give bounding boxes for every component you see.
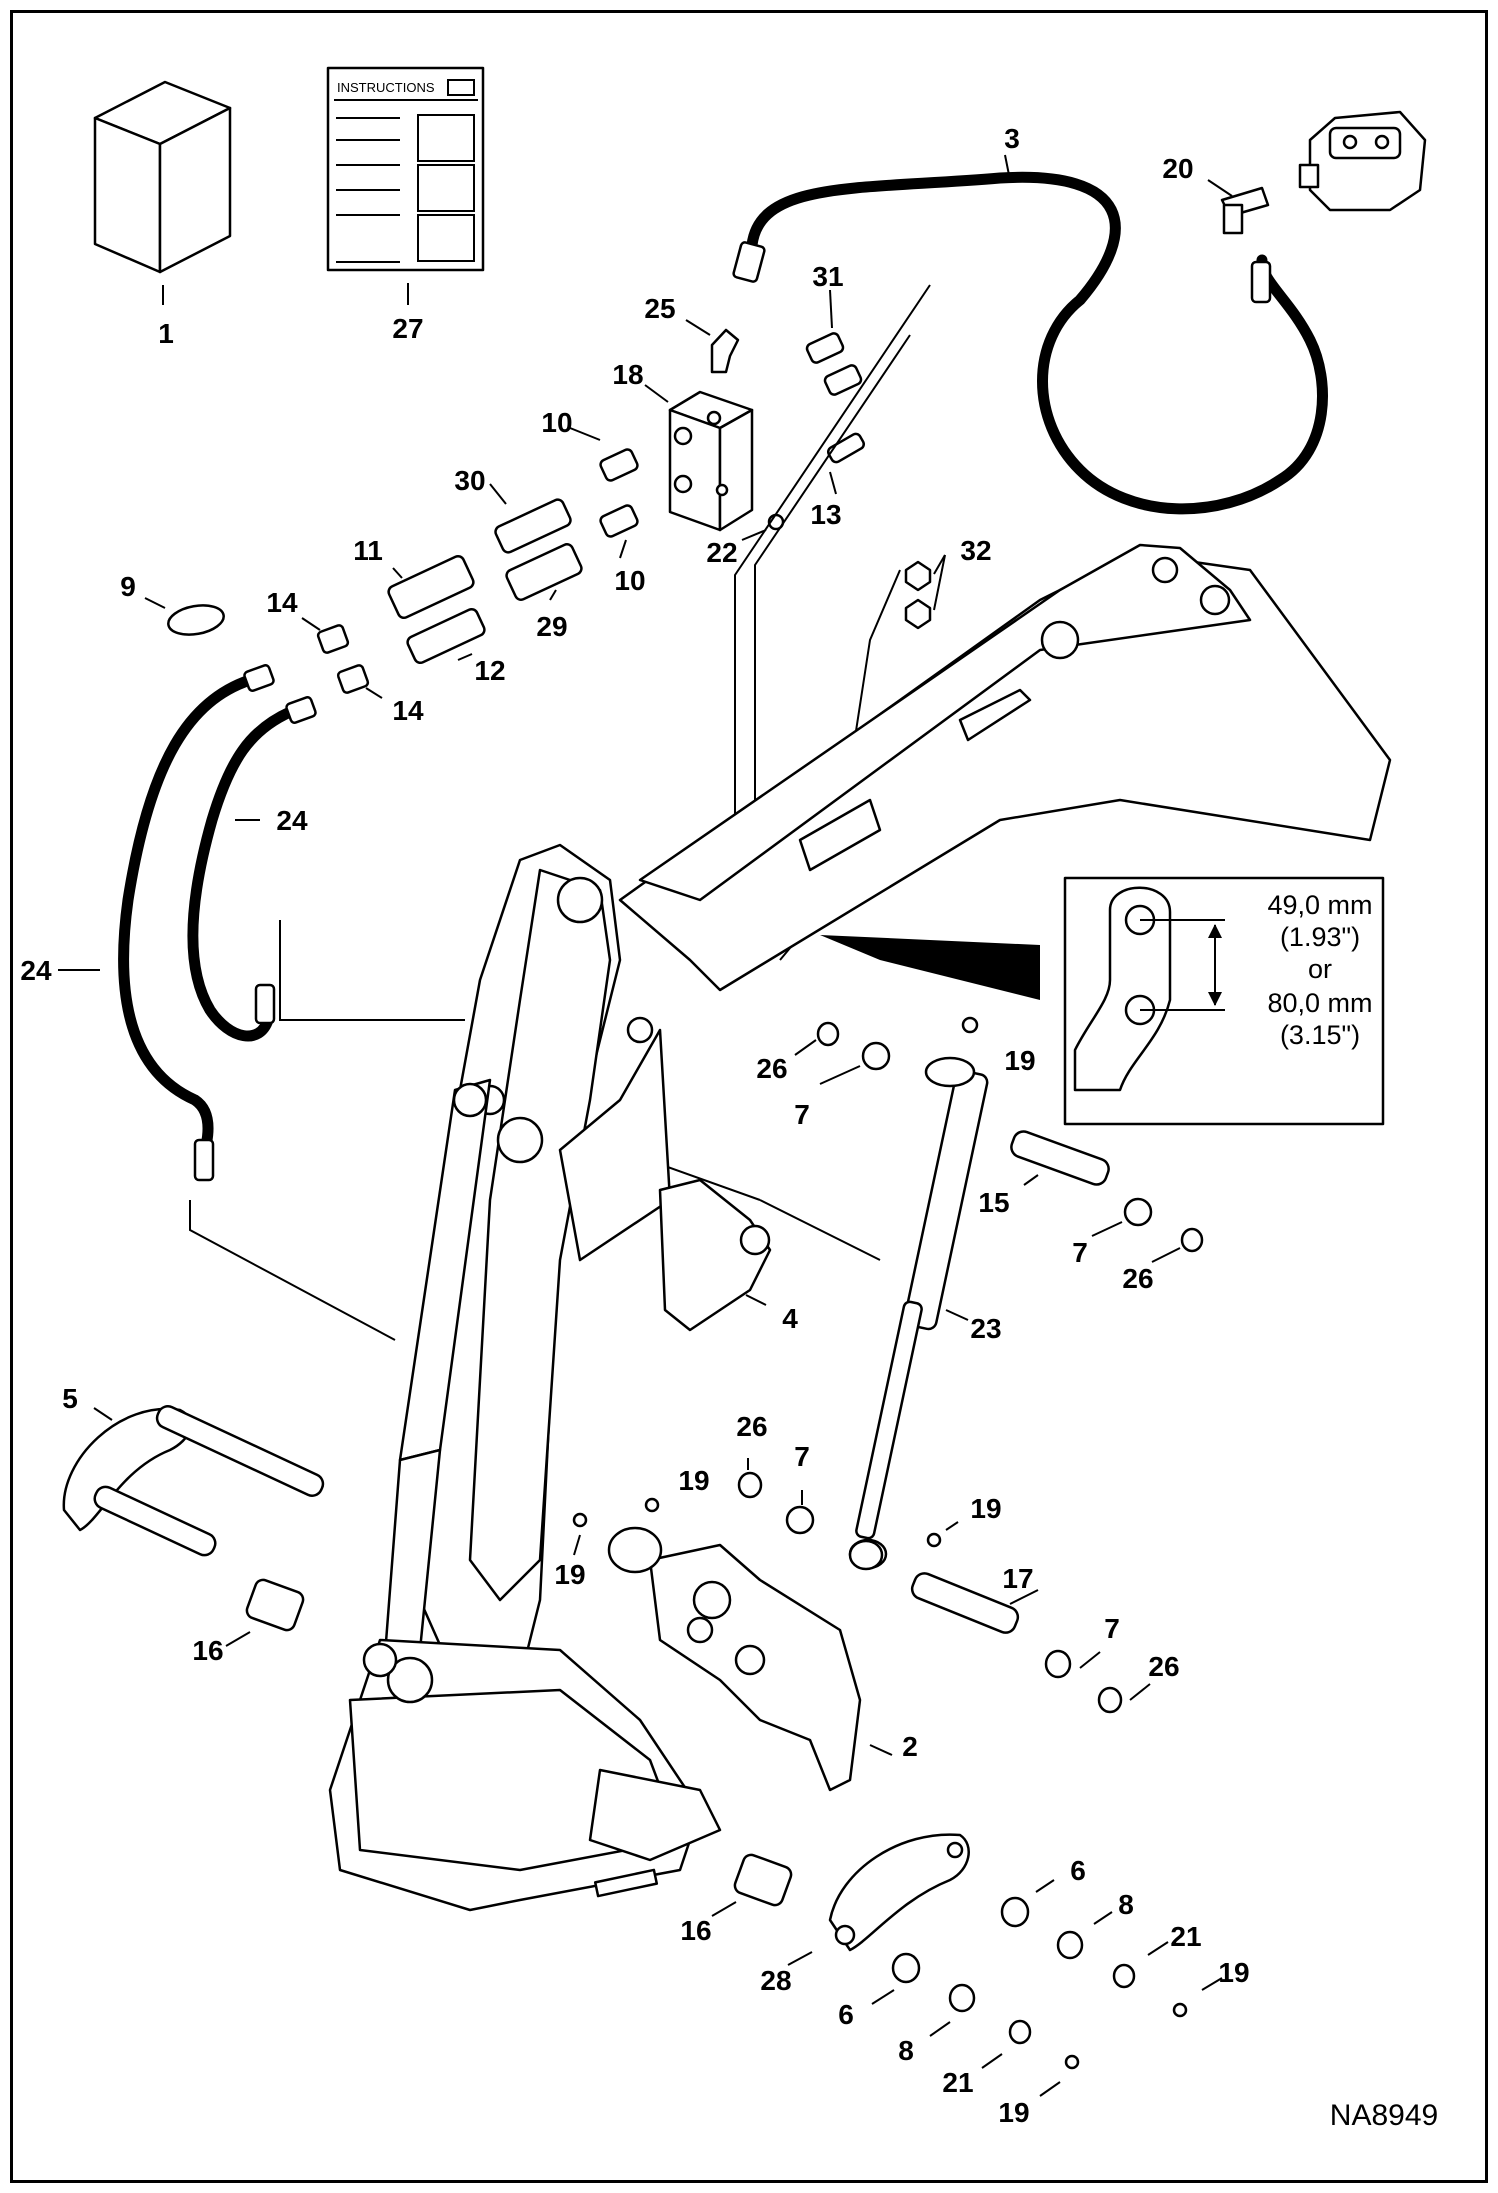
link-28 bbox=[787, 1833, 970, 1966]
linkage-5 bbox=[62, 1405, 325, 1557]
coupler-2 bbox=[648, 1543, 893, 1792]
washers-lower bbox=[871, 1879, 1223, 2097]
fitting-25 bbox=[685, 319, 740, 374]
callout-label: 19 bbox=[970, 1493, 1001, 1524]
callout-label: 11 bbox=[353, 535, 383, 566]
box-part bbox=[93, 80, 232, 305]
fittings-10 bbox=[569, 427, 639, 559]
hoses-24 bbox=[58, 664, 317, 1182]
callout-label: 22 bbox=[706, 537, 737, 568]
washers-upper bbox=[794, 1016, 1204, 1263]
nuts-32 bbox=[904, 554, 946, 630]
callout-label: 12 bbox=[474, 655, 505, 686]
arm bbox=[418, 843, 672, 1692]
callout-label: 4 bbox=[782, 1303, 798, 1334]
callout-label: 16 bbox=[192, 1635, 223, 1666]
callout-labels: 1 27 3 20 25 31 18 10 30 13 22 10 29 11 … bbox=[20, 123, 1249, 2128]
callout-label: 26 bbox=[1122, 1263, 1153, 1294]
callout-label: 2 bbox=[902, 1731, 918, 1762]
inset-dim2-metric: 80,0 mm bbox=[1267, 988, 1372, 1018]
callout-label: 1 bbox=[158, 318, 174, 349]
callout-label: 21 bbox=[942, 2067, 973, 2098]
callout-label: 19 bbox=[998, 2097, 1029, 2128]
callout-label: 14 bbox=[392, 695, 424, 726]
callout-label: 24 bbox=[20, 955, 52, 986]
callout-label: 7 bbox=[794, 1441, 810, 1472]
callout-label: 16 bbox=[680, 1915, 711, 1946]
plug-22 bbox=[741, 513, 785, 541]
callout-label: 31 bbox=[812, 261, 843, 292]
hose-3 bbox=[732, 154, 1328, 515]
callout-label: 10 bbox=[541, 407, 572, 438]
valve-assembly bbox=[1207, 110, 1427, 235]
couplers-29-30 bbox=[489, 483, 583, 601]
inset-dim1-imperial: (1.93") bbox=[1280, 922, 1360, 952]
callout-label: 3 bbox=[1004, 123, 1020, 154]
callout-label: 28 bbox=[760, 1965, 791, 1996]
clamp-9 bbox=[144, 597, 225, 636]
callout-label: 26 bbox=[736, 1411, 767, 1442]
callout-label: 14 bbox=[266, 587, 298, 618]
callout-label: 25 bbox=[644, 293, 675, 324]
bucket bbox=[328, 1638, 722, 1912]
bracket-4 bbox=[658, 1178, 772, 1332]
callout-label: 9 bbox=[120, 571, 136, 602]
callout-label: 23 bbox=[970, 1313, 1001, 1344]
boom bbox=[618, 543, 1392, 1044]
inset-dim2-imperial: (3.15") bbox=[1280, 1020, 1360, 1050]
coupler-11 bbox=[387, 554, 475, 620]
drawing-code: NA8949 bbox=[1330, 2099, 1438, 2132]
callout-label: 7 bbox=[794, 1099, 810, 1130]
cylinder-23 bbox=[848, 1056, 989, 1570]
callout-label: 26 bbox=[1148, 1651, 1179, 1682]
callout-label: 8 bbox=[1118, 1889, 1134, 1920]
callout-label: 29 bbox=[536, 611, 567, 642]
adapters-14 bbox=[301, 617, 383, 699]
callout-label: 19 bbox=[678, 1465, 709, 1496]
instructions-title: INSTRUCTIONS bbox=[337, 80, 435, 95]
boom-cylinder bbox=[383, 1078, 492, 1657]
callout-label: 20 bbox=[1162, 153, 1193, 184]
pin-17 bbox=[737, 1458, 1151, 1714]
pin-15 bbox=[1010, 1130, 1110, 1186]
callout-label: 27 bbox=[392, 313, 423, 344]
callout-label: 26 bbox=[756, 1053, 787, 1084]
callout-label: 8 bbox=[898, 2035, 914, 2066]
callout-label: 19 bbox=[554, 1559, 585, 1590]
callout-label: 19 bbox=[1218, 1957, 1249, 1988]
inset-dim1-metric: 49,0 mm bbox=[1267, 890, 1372, 920]
callout-label: 17 bbox=[1002, 1563, 1033, 1594]
callout-label: 15 bbox=[978, 1187, 1009, 1218]
inset-or: or bbox=[1308, 954, 1332, 984]
callout-label: 7 bbox=[1104, 1613, 1120, 1644]
callout-label: 24 bbox=[276, 805, 308, 836]
hydraulic-block bbox=[644, 384, 754, 532]
inset-detail: 49,0 mm (1.93") or 80,0 mm (3.15") bbox=[820, 876, 1385, 1126]
callout-label: 18 bbox=[612, 359, 643, 390]
fittings-31-13 bbox=[805, 289, 866, 495]
callout-label: 13 bbox=[810, 499, 841, 530]
callout-label: 30 bbox=[454, 465, 485, 496]
bushings-16 bbox=[225, 1578, 793, 1917]
callout-label: 5 bbox=[62, 1383, 78, 1414]
callout-label: 32 bbox=[960, 535, 991, 566]
callout-label: 21 bbox=[1170, 1921, 1201, 1952]
callout-label: 10 bbox=[614, 565, 645, 596]
callout-label: 19 bbox=[1004, 1045, 1035, 1076]
callout-label: 7 bbox=[1072, 1237, 1088, 1268]
link-19 bbox=[572, 1497, 663, 1574]
coupler-12 bbox=[406, 607, 486, 665]
callout-label: 6 bbox=[1070, 1855, 1086, 1886]
instructions-sheet: INSTRUCTIONS bbox=[326, 66, 485, 305]
callout-label: 6 bbox=[838, 1999, 854, 2030]
